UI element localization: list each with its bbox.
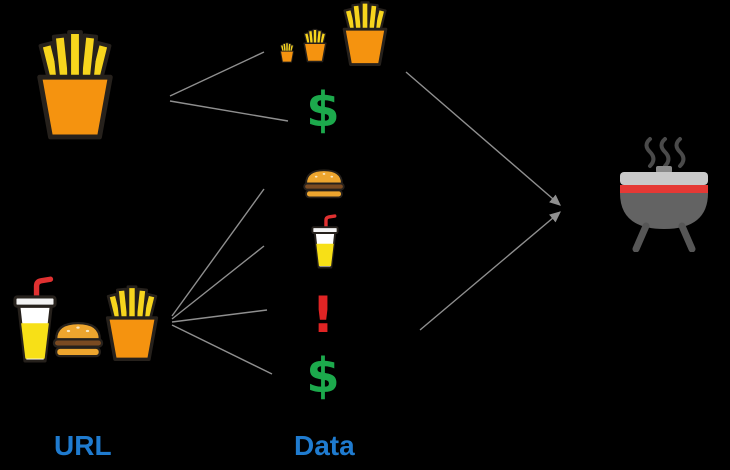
burger-icon: [301, 166, 347, 203]
connector-fries-to-price: [169, 100, 289, 122]
connector-data-to-grill-top: [405, 71, 561, 206]
connector-fries-to-sizes: [169, 51, 265, 97]
connector-group-to-warning: [171, 309, 268, 323]
fries-large-icon: [336, 0, 394, 67]
connector-data-to-grill-bottom: [419, 211, 561, 331]
connector-group-to-price: [171, 324, 273, 375]
label-data: Data: [294, 430, 355, 461]
warning-exclamation-symbol: !: [311, 286, 335, 344]
fries-medium-icon: [300, 28, 330, 63]
price-dollar-symbol: $: [306, 348, 340, 404]
fries-icon: [26, 28, 124, 141]
connector-group-to-drink: [171, 245, 265, 320]
grill-icon: [612, 136, 716, 252]
label-url: URL: [54, 430, 112, 461]
connector-group-to-burger: [171, 188, 265, 317]
fries-icon: [98, 284, 166, 362]
drink-cup-icon: [308, 214, 342, 270]
fries-small-icon: [278, 42, 296, 63]
price-dollar-symbol: $: [306, 82, 340, 138]
